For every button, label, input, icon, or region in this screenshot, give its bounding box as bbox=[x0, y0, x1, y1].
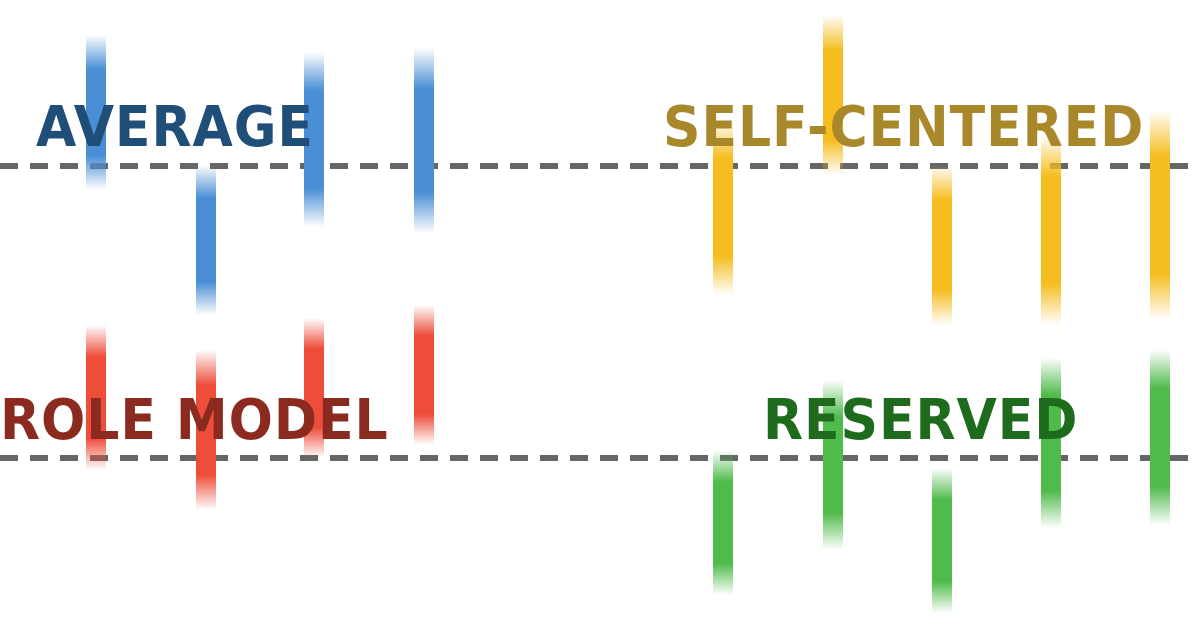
bar-role-model bbox=[304, 318, 324, 458]
bar-reserved bbox=[932, 468, 952, 613]
label-average: AVERAGE bbox=[36, 95, 314, 160]
bar-average bbox=[196, 165, 216, 315]
bar-self-centered bbox=[932, 165, 952, 325]
bar-average bbox=[414, 48, 434, 233]
bar-self-centered bbox=[823, 15, 843, 175]
bar-self-centered bbox=[1041, 135, 1061, 325]
bar-reserved bbox=[823, 380, 843, 550]
dashed-line-top bbox=[0, 163, 1200, 169]
bar-role-model bbox=[196, 350, 216, 510]
label-role-model: ROLE MODEL bbox=[0, 388, 389, 453]
bar-self-centered bbox=[713, 120, 733, 295]
label-self-centered: SELF-CENTERED bbox=[663, 95, 1145, 160]
bar-role-model bbox=[86, 325, 106, 470]
bar-average bbox=[86, 35, 106, 190]
label-reserved: RESERVED bbox=[763, 388, 1079, 453]
dashed-line-bottom bbox=[0, 455, 1200, 461]
bar-reserved bbox=[1041, 358, 1061, 528]
bar-reserved bbox=[713, 450, 733, 595]
bar-average bbox=[304, 52, 324, 227]
bar-role-model bbox=[414, 305, 434, 445]
bar-self-centered bbox=[1150, 110, 1170, 320]
bar-reserved bbox=[1150, 350, 1170, 525]
